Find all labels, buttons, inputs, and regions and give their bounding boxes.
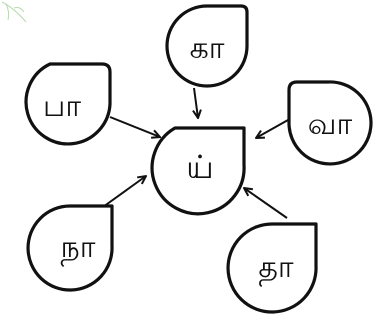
center-node: ய் — [150, 126, 246, 216]
node-va-drop-shape — [287, 80, 373, 166]
decorative-leaf-sketch — [1, 1, 27, 23]
node-pa: பா — [24, 62, 112, 146]
node-ka-drop-shape — [165, 4, 249, 88]
node-va-letter: வா — [308, 107, 353, 142]
node-va: வா — [287, 80, 373, 166]
center-letter: ய் — [186, 148, 213, 186]
arrow-pa-to-center — [109, 116, 160, 137]
node-ka: கா — [165, 4, 249, 88]
arrow-tha-to-center — [244, 188, 288, 219]
node-na-letter: நா — [61, 230, 96, 267]
node-na: நா — [26, 204, 114, 292]
center-drop-shape — [150, 126, 246, 216]
arrow-ka-to-center — [194, 87, 198, 118]
arrow-va-to-center — [256, 119, 289, 138]
node-pa-drop-shape — [24, 62, 112, 146]
node-tha-drop-shape — [226, 222, 318, 314]
node-na-drop-shape — [26, 204, 114, 292]
node-pa-letter: பா — [43, 89, 81, 124]
node-ka-letter: கா — [190, 31, 225, 66]
node-tha: தா — [226, 222, 318, 314]
node-tha-letter: தா — [258, 250, 294, 287]
